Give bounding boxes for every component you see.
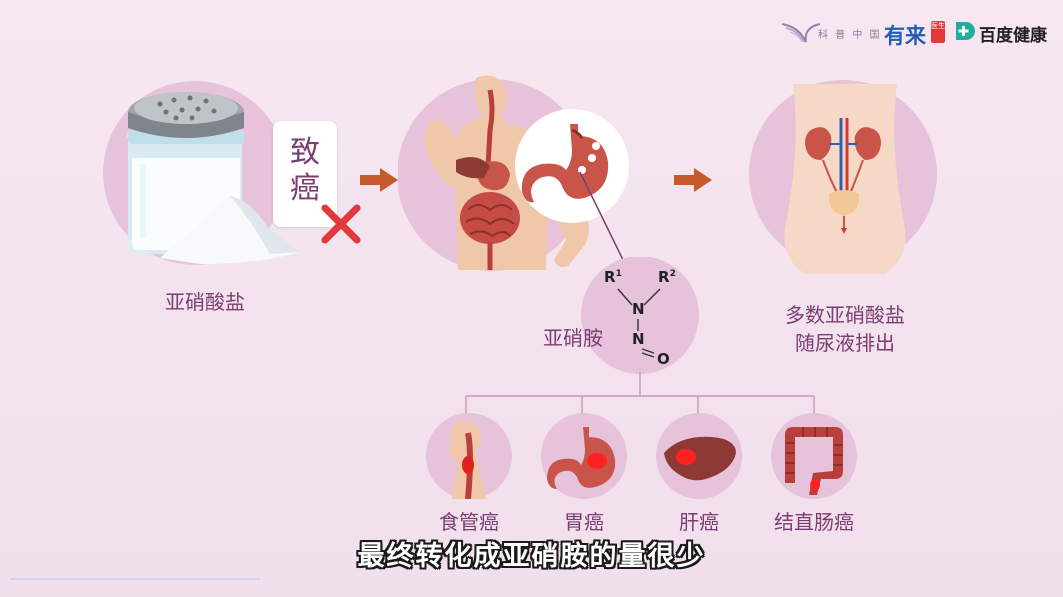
stomach-icon bbox=[541, 413, 627, 499]
excretion-label-line-1: 多数亚硝酸盐 bbox=[785, 303, 905, 327]
cancer-item-liver bbox=[656, 413, 742, 499]
kepu-logo-icon bbox=[781, 23, 821, 43]
esophagus-icon bbox=[426, 413, 512, 500]
youlai-badge: 医生 bbox=[931, 21, 945, 43]
nitrosamine-structure-illustration bbox=[581, 257, 699, 374]
nitrite-jar-illustration bbox=[103, 81, 300, 265]
cancer-item-colorectal bbox=[771, 413, 857, 499]
arrow-right-icon-2 bbox=[674, 168, 712, 192]
nitrite-label: 亚硝酸盐 bbox=[165, 290, 245, 314]
kepu-logo-text: 科 普 中 国 bbox=[818, 30, 882, 41]
chem-r2: R2 bbox=[658, 268, 676, 286]
cancer-label-esophageal: 食管癌 bbox=[439, 510, 499, 534]
chem-oxygen: O bbox=[657, 350, 670, 368]
video-progress-bar[interactable] bbox=[10, 578, 260, 580]
chem-n-lower: N bbox=[632, 330, 645, 348]
liver-icon bbox=[656, 413, 742, 499]
baidu-health-logo-icon bbox=[956, 22, 975, 40]
carcinogen-char-1: 致 bbox=[290, 135, 320, 170]
stomach-zoom-illustration bbox=[515, 109, 629, 223]
arrow-right-icon bbox=[360, 168, 398, 192]
baidu-health-logo-text: 百度健康 bbox=[979, 26, 1047, 46]
excretion-label-line-2: 随尿液排出 bbox=[795, 331, 895, 355]
cancer-label-liver: 肝癌 bbox=[679, 510, 719, 534]
carcinogen-char-2: 癌 bbox=[290, 171, 320, 206]
cancer-label-colorectal: 结直肠癌 bbox=[774, 510, 854, 534]
cancer-item-stomach bbox=[541, 413, 627, 499]
urinary-system-illustration bbox=[749, 80, 937, 274]
nitrosamine-label: 亚硝胺 bbox=[543, 326, 603, 350]
cross-icon bbox=[321, 204, 361, 244]
youlai-logo-text: 有来 bbox=[884, 24, 926, 48]
branch-connector bbox=[465, 372, 815, 414]
chem-n-upper: N bbox=[632, 300, 645, 318]
cancer-item-esophageal bbox=[426, 413, 512, 500]
subtitle-caption: 最终转化成亚硝胺的量很少 bbox=[357, 541, 706, 572]
cancer-label-stomach: 胃癌 bbox=[564, 510, 604, 534]
colon-icon bbox=[771, 413, 857, 499]
chem-r1: R1 bbox=[604, 268, 622, 286]
